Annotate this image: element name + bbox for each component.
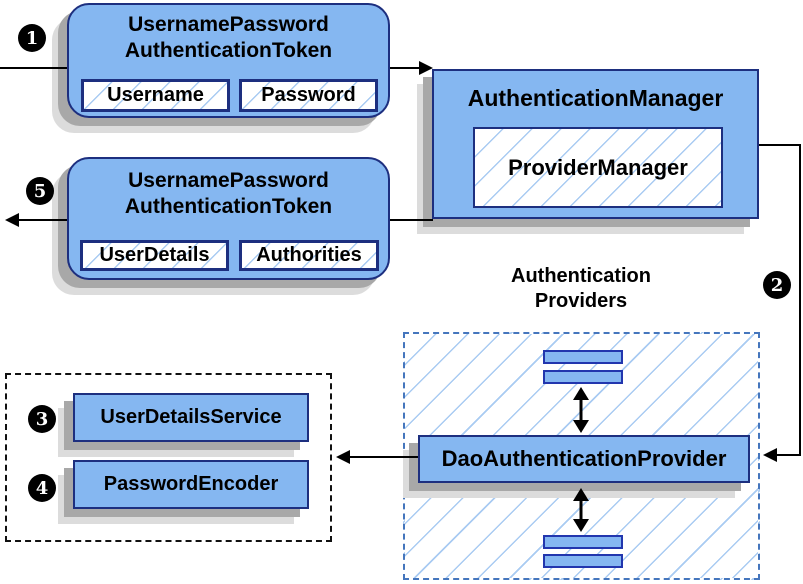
manager-to-dao-connector <box>759 144 801 456</box>
step-2-marker: 2 <box>763 271 791 299</box>
authentication-providers-label: Authentication Providers <box>461 264 701 314</box>
response-out-arrowhead-icon <box>5 213 19 227</box>
password-encoder-box: PasswordEncoder <box>73 460 309 509</box>
authentication-manager-box: AuthenticationManager ProviderManager <box>432 69 759 219</box>
response-token-box: UsernamePassword AuthenticationToken Use… <box>67 157 390 280</box>
provider-stack-bottom-bar-1 <box>543 535 623 549</box>
step-3-marker: 3 <box>28 405 56 433</box>
request-token-box: UsernamePassword AuthenticationToken Use… <box>67 3 390 118</box>
step-4-marker: 4 <box>28 474 56 502</box>
authentication-manager-title: AuthenticationManager <box>467 85 724 111</box>
provider-manager-box: ProviderManager <box>473 127 723 208</box>
password-field: Password <box>239 79 378 112</box>
manager-to-dao-arrowhead-icon <box>763 448 777 462</box>
services-group-box <box>5 373 332 542</box>
provider-stack-top-bar-2 <box>543 370 623 384</box>
response-token-title: UsernamePassword AuthenticationToken <box>69 168 388 220</box>
dao-authentication-provider-box: DaoAuthenticationProvider <box>418 435 750 483</box>
provider-stack-top-bar-1 <box>543 350 623 364</box>
authentication-providers-label-line2: Providers <box>534 290 628 312</box>
request-token-title: UsernamePassword AuthenticationToken <box>69 12 388 64</box>
step-5-marker: 5 <box>26 177 54 205</box>
dao-to-services-arrowhead-icon <box>336 450 350 464</box>
request-token-title-line2: AuthenticationToken <box>124 39 333 62</box>
response-token-title-line1: UsernamePassword <box>128 169 329 192</box>
user-details-service-box: UserDetailsService <box>73 393 309 442</box>
step-1-marker: 1 <box>18 24 46 52</box>
token-to-manager-arrowhead-icon <box>419 61 433 75</box>
user-details-field: UserDetails <box>80 240 229 271</box>
authentication-providers-label-line1: Authentication <box>511 265 651 287</box>
request-token-title-line1: UsernamePassword <box>128 13 329 36</box>
provider-stack-bottom-bar-2 <box>543 554 623 568</box>
response-token-title-line2: AuthenticationToken <box>124 195 333 218</box>
authorities-field: Authorities <box>239 240 379 271</box>
username-field: Username <box>81 79 230 112</box>
